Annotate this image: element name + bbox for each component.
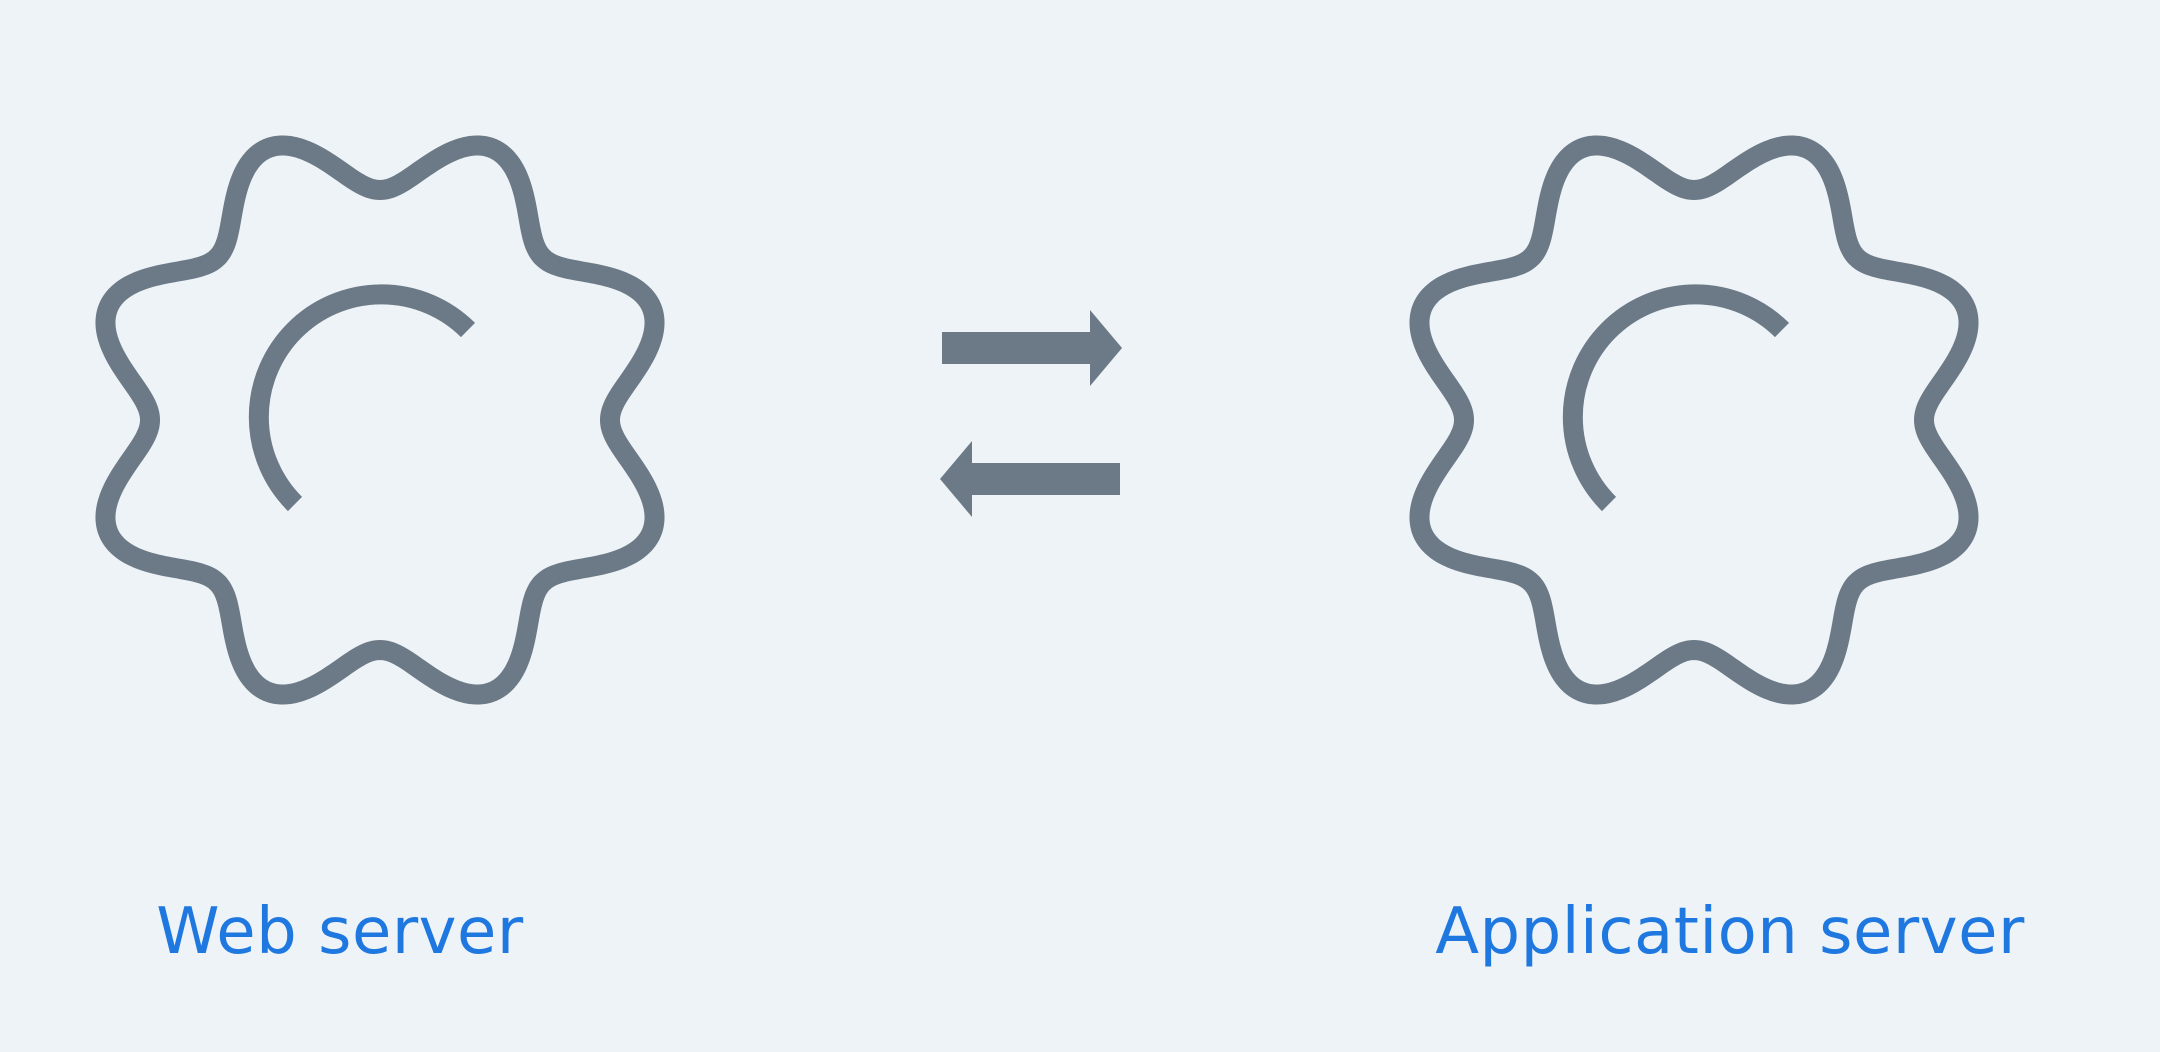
gear-icon [1409, 135, 1979, 705]
right-arrow-icon [942, 310, 1122, 386]
gear-icon [95, 135, 665, 705]
web-server-label: Web server [156, 895, 524, 969]
bidirectional-arrows-icon [940, 310, 1122, 517]
application-server-node: Application server [1314, 0, 2074, 1052]
web-server-node: Web server [0, 0, 760, 1052]
left-arrow-icon [940, 441, 1120, 517]
application-server-label: Application server [1435, 895, 2025, 969]
